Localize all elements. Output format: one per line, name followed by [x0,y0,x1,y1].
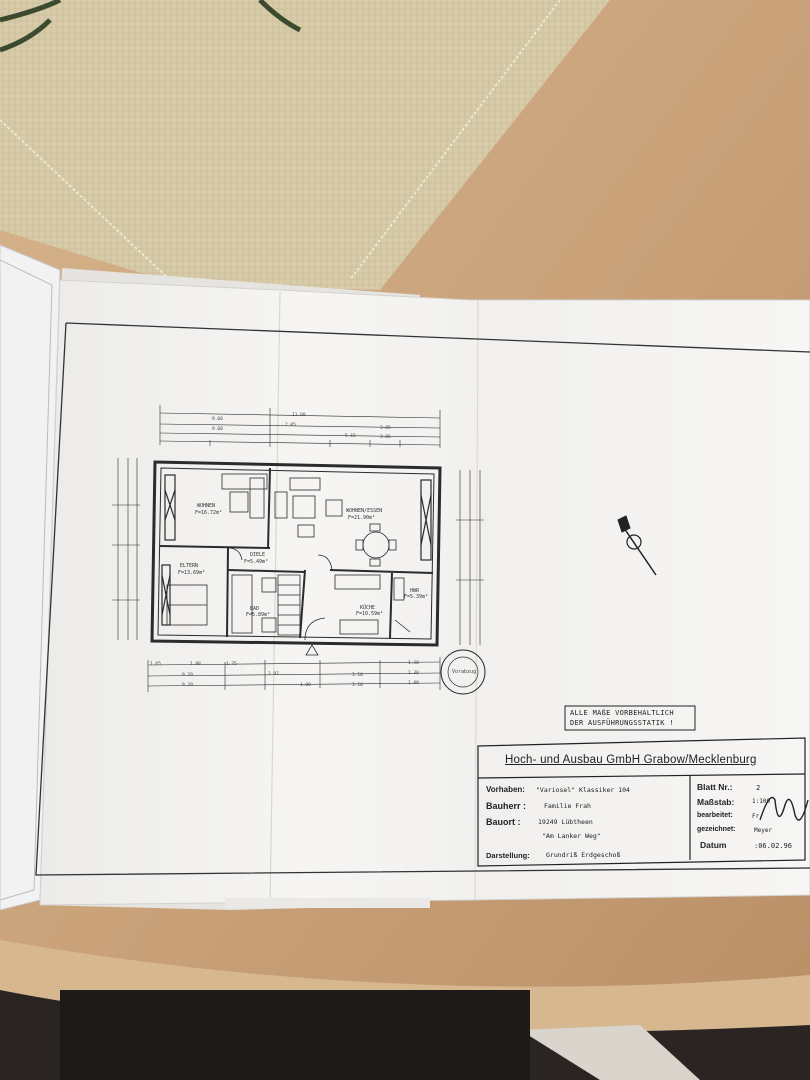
room-area-kueche: F=10.59m² [356,611,384,617]
room-label-kueche: KÜCHE [360,605,376,611]
dim-label: 3.10 [352,673,363,678]
dim-label: 1.75 [226,662,237,667]
room-area-diele: F=5.49m² [244,559,269,565]
pine-branch [0,0,302,53]
note-line-1: ALLE MAßE VORBEHALTLICH [570,709,674,717]
bauherr-label: Bauherr : [486,801,527,811]
blatt-label: Blatt Nr.: [697,782,733,792]
room-area-bad: F=5.89m² [246,612,271,618]
room-area-wohnen: F=16.72m² [195,510,223,516]
signature [759,796,809,821]
vorhaben-value: "Variosel" Klassiker 104 [536,786,630,794]
room-label-eltern: ELTERN [180,563,199,569]
dim-label: 3.05 [380,435,391,440]
stamp-text: Vorabzug [452,669,477,675]
interior-wall [159,545,271,549]
dim-label: 1.65 [150,662,161,667]
company-name: Hoch- und Ausbau GmbH Grabow/Mecklenburg [505,754,757,766]
dim-label: 9.60 [212,427,223,432]
notebook-page-edge [0,259,53,901]
dimension-lines-sides [112,458,484,645]
bauort-label: Bauort : [486,817,521,827]
interior-wall [267,467,271,549]
fold-line [474,299,479,901]
floor-tile [520,1025,700,1080]
furniture [166,473,405,636]
interior-wall [299,569,306,639]
drawing-sheet [39,279,810,906]
dim-label: 3.05 [380,426,391,431]
dim-label: 2.97 [268,672,279,677]
floor-plan [112,405,486,695]
dim-label: 1.88 [190,662,201,667]
interior-wall [226,547,229,638]
door-swings [227,547,411,641]
massstab-label: Maßstab: [697,797,735,807]
room-area-eltern: F=13.69m² [178,570,206,576]
dim-label: 9.20 [182,673,193,678]
room-area-hwr: F=5.39m² [404,594,429,600]
stamp-circle [440,649,486,695]
dim-label: 1.30 [408,671,419,676]
north-arrow [617,515,657,576]
room-label-wohnen: WOHNEN [197,503,216,509]
darstellung-value: Grundriß Erdgeschoß [546,851,621,859]
dim-label: 2.05 [285,423,296,428]
dark-cloth [60,990,530,1080]
bearbeitet-value: Fr [752,813,760,820]
runner-stitch-line [0,119,171,281]
dimension-lines-bottom [147,657,441,692]
outer-wall [150,460,442,647]
dim-label: 5.15 [345,434,356,439]
room-label-wohnen-essen: WOHNEN/ESSEN [346,508,383,514]
gezeichnet-value: Meyer [754,827,773,834]
note-line-2: DER AUSFÜHRUNGSSTATIK ! [570,719,674,727]
datum-value: :06.02.96 [754,842,792,850]
datum-label: Datum [700,840,727,850]
room-label-bad: BAD [250,606,260,612]
interior-wall [329,569,434,574]
massstab-value: 1:100 [752,798,771,805]
dim-label: 3.10 [352,683,363,688]
dim-label: 9.60 [212,417,223,422]
dim-label: 1.30 [408,661,419,666]
paper-stack-edge [225,898,430,908]
room-label-diele: DIELE [250,552,266,558]
drawing-border [35,322,810,876]
gezeichnet-label: gezeichnet: [697,826,736,833]
bauherr-value: Familie Frah [544,802,591,810]
dim-label: 1.80 [408,681,419,686]
bearbeitet-label: bearbeitet: [697,812,733,819]
interior-wall [389,572,393,639]
windows [161,474,432,626]
table-runner [0,0,610,290]
stamp-circle-inner [447,656,479,688]
runner-stitch-line [349,0,561,281]
fold-line [269,291,281,906]
titleblock-frame [477,737,806,867]
blatt-value: 2 [756,784,761,792]
room-area-wohnen-essen: F=21.90m² [348,515,376,521]
interior-wall [227,569,306,573]
bauort-value-1: 19249 Lübtheen [538,818,593,826]
vorhaben-label: Vorhaben: [486,785,525,794]
dim-label: 1.80 [300,683,311,688]
outer-wall-inner [157,467,435,640]
entrance-marker [305,644,319,656]
dim-label: 9.20 [182,683,193,688]
darstellung-label: Darstellung: [486,851,530,860]
room-label-hwr: HWR [410,588,420,594]
note-box [564,705,696,731]
bauort-value-2: "Am Lanker Weg" [542,832,601,840]
dimension-lines-top [159,405,441,448]
dim-label: 11.00 [292,413,306,418]
